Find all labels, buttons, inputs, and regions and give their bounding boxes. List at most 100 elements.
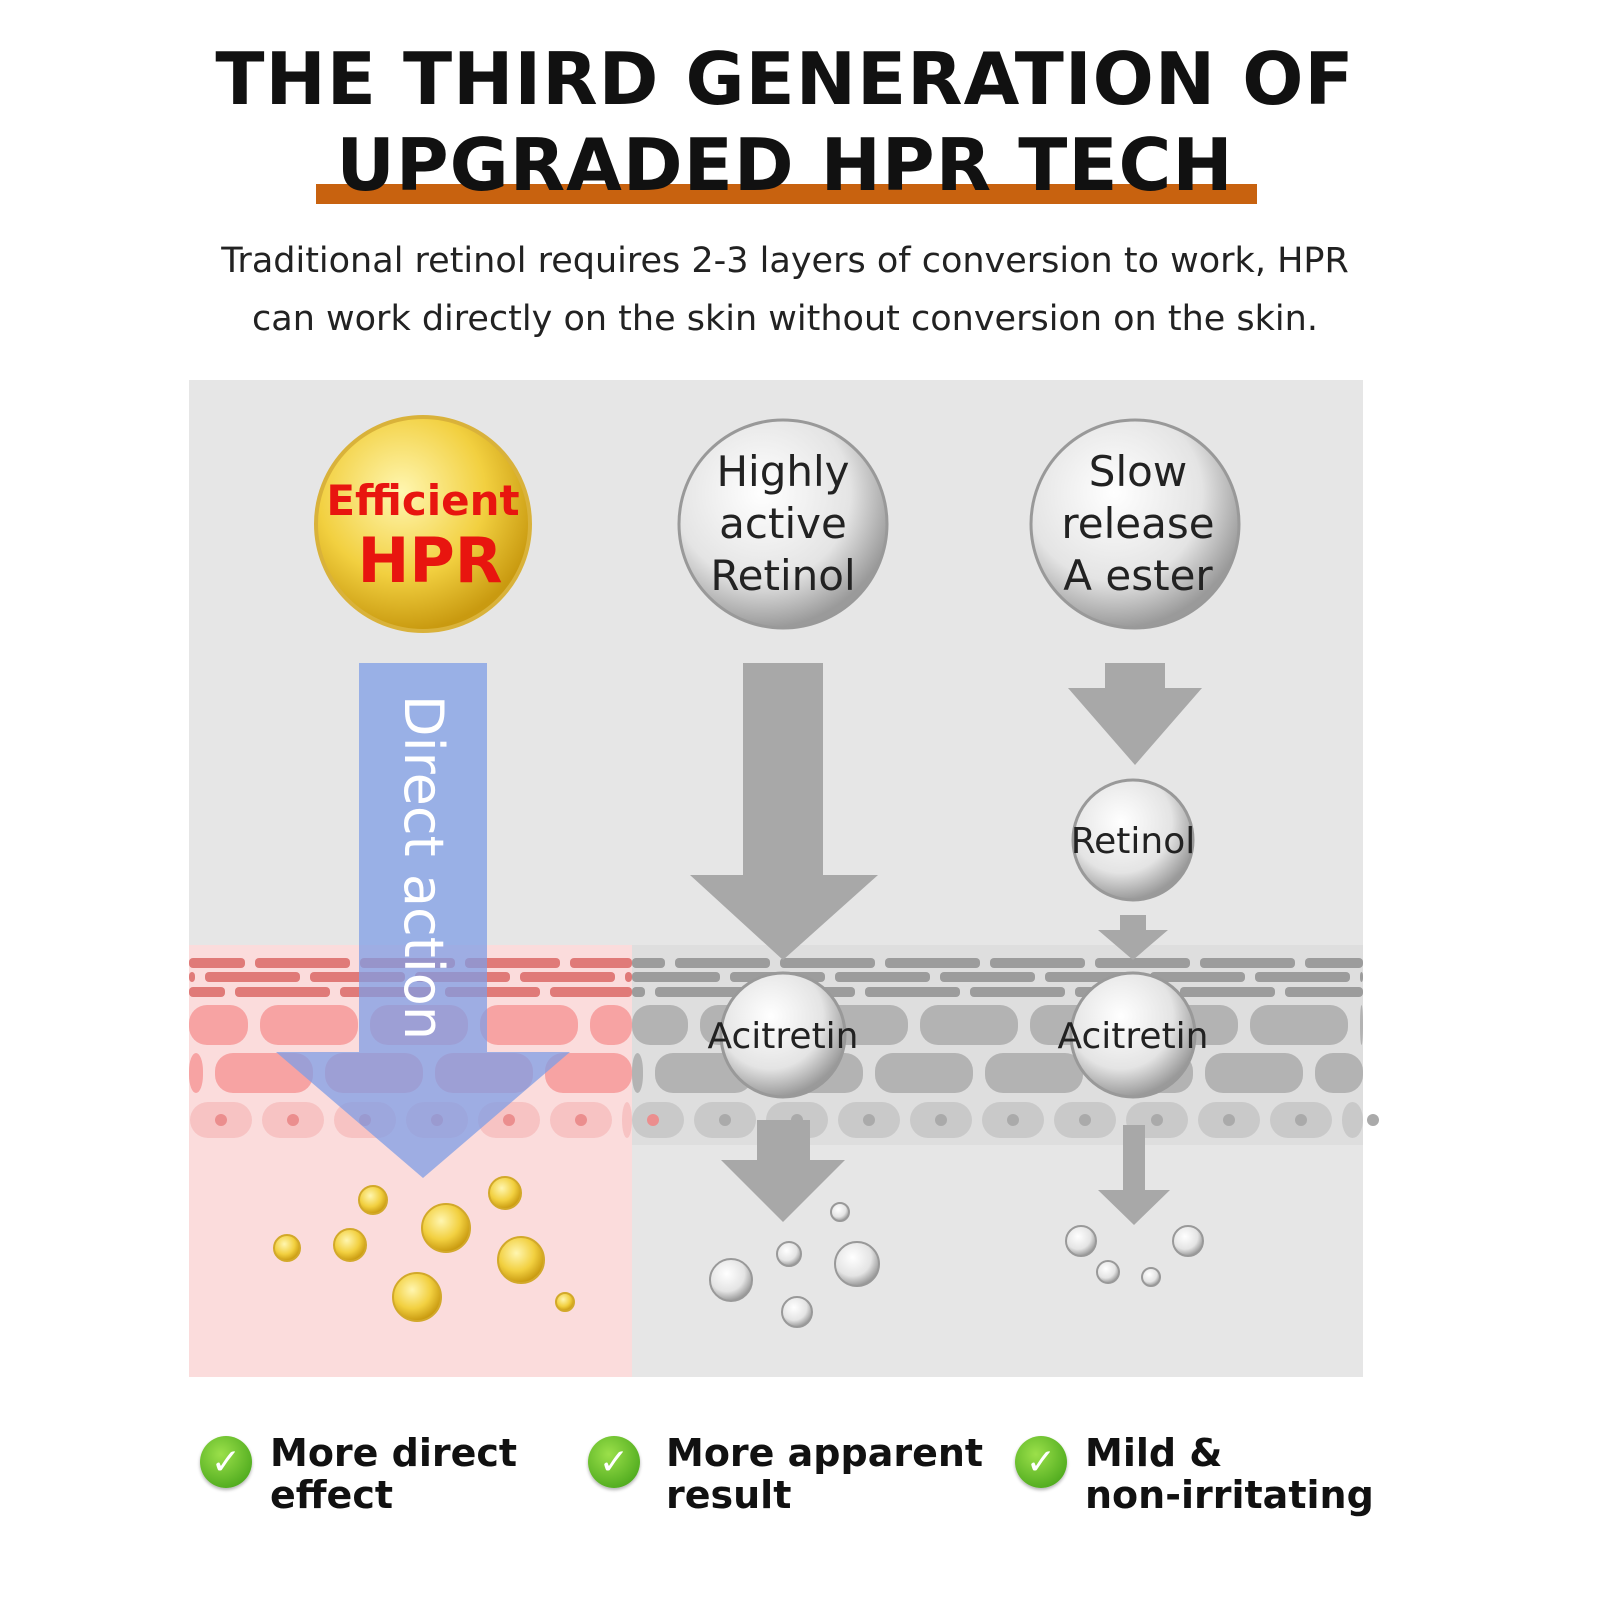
feature-line-2: result [666, 1473, 792, 1517]
skin-cell-nucleus [719, 1114, 731, 1126]
skin-cell-nucleus [215, 1114, 227, 1126]
skin-cell [780, 958, 875, 968]
skin-cell [590, 1005, 632, 1045]
ester-retinol-ball [1071, 778, 1195, 902]
skin-cell [940, 972, 1035, 982]
skin-cell [189, 972, 195, 982]
ester-retinol-label: Retinol [1071, 821, 1196, 862]
skin-cell [235, 987, 330, 997]
feature-line-2: effect [270, 1473, 394, 1517]
retinol-particle [781, 1296, 813, 1328]
skin-cell [260, 1005, 358, 1045]
subtitle-line-2: can work directly on the skin without co… [252, 299, 1318, 339]
ester-label-line2: release [1061, 499, 1214, 548]
hpr-particles [273, 1176, 575, 1322]
skin-cell-nucleus [647, 1114, 659, 1126]
skin-cell-nucleus [575, 1114, 587, 1126]
feature-mild: ✓ Mild &non-irritating [1015, 1432, 1374, 1516]
skin-cell [189, 987, 225, 997]
hpr-ball [314, 415, 532, 633]
skin-cell [1305, 958, 1363, 968]
feature-line-2: non-irritating [1085, 1473, 1374, 1517]
retinol-lower-arrow [721, 1120, 845, 1222]
skin-cell [1200, 958, 1295, 968]
hpr-particle [555, 1292, 575, 1312]
skin-cell [189, 958, 245, 968]
skin-cell [875, 1053, 973, 1093]
title-line-2: UPGRADED HPR TECH [336, 123, 1234, 207]
retinol-particle [709, 1258, 753, 1302]
skin-cell-nucleus [287, 1114, 299, 1126]
hpr-particle [421, 1203, 471, 1253]
skin-cell [480, 1005, 578, 1045]
skin-cell [675, 958, 770, 968]
skin-cell [632, 1053, 643, 1093]
skin-cell [1360, 972, 1363, 982]
check-icon: ✓ [1015, 1436, 1067, 1488]
hpr-particle [392, 1272, 442, 1322]
ester-particle [1096, 1260, 1120, 1284]
skin-cell [189, 1005, 248, 1045]
retinol-label-line2: active [719, 499, 847, 548]
direct-action-arrow [276, 663, 570, 1178]
skin-cell [1150, 972, 1245, 982]
ester-lower-arrow [1098, 1125, 1170, 1225]
skin-cell-nucleus [935, 1114, 947, 1126]
skin-cell-nucleus [1079, 1114, 1091, 1126]
skin-cell [1095, 958, 1190, 968]
hpr-particle [497, 1236, 545, 1284]
hpr-particle [358, 1185, 388, 1215]
skin-cell [632, 1005, 688, 1045]
title-line-1: THE THIRD GENERATION OF [215, 37, 1355, 121]
ester-particle [1172, 1225, 1204, 1257]
ester-acitretin-ball [1069, 971, 1197, 1099]
skin-cell [255, 958, 350, 968]
skin-cell [189, 1053, 203, 1093]
retinol-label-line3: Retinol [710, 551, 855, 600]
feature-line-1: More apparent [666, 1431, 984, 1475]
skin-cell [920, 1005, 1018, 1045]
ester-label-line1: Slow [1089, 447, 1187, 496]
retinol-particle [830, 1202, 850, 1222]
skin-cell [835, 972, 930, 982]
skin-cell [885, 958, 980, 968]
skin-cell [520, 972, 615, 982]
title-underline [316, 184, 1257, 204]
hpr-particle [488, 1176, 522, 1210]
check-icon: ✓ [588, 1436, 640, 1488]
ester-particle [1065, 1225, 1097, 1257]
skin-cell [545, 1053, 632, 1093]
skin-cell [1250, 1005, 1348, 1045]
skin-cell [985, 1053, 1083, 1093]
ester-arrow [1068, 663, 1202, 765]
skin-cell-nucleus [503, 1114, 515, 1126]
ester-label-line3: A ester [1063, 551, 1213, 600]
ester-ball [1029, 418, 1241, 630]
skin-cell [550, 987, 632, 997]
hpr-particle [333, 1228, 367, 1262]
retinol-label-line1: Highly [716, 447, 849, 496]
skin-cell-nucleus [1151, 1114, 1163, 1126]
skin-cell-nucleus [863, 1114, 875, 1126]
subtitle: Traditional retinol requires 2-3 layers … [150, 232, 1420, 348]
retinol-arrow [690, 663, 878, 960]
hpr-label-line1: Efficient [326, 476, 519, 525]
ester-particle [1141, 1267, 1161, 1287]
skin-cell [632, 958, 665, 968]
hpr-label-line2: HPR [357, 524, 502, 597]
ester-acitretin-label: Acitretin [1058, 1016, 1209, 1057]
skin-cell-nucleus [1295, 1114, 1307, 1126]
skin-cell-nucleus [1367, 1114, 1379, 1126]
retinol-acitretin-label: Acitretin [708, 1016, 859, 1057]
feature-line-1: Mild & [1085, 1431, 1223, 1475]
feature-line-1: More direct [270, 1431, 518, 1475]
skin-cell-nucleus [1007, 1114, 1019, 1126]
skin-cell [205, 972, 300, 982]
skin-cell [990, 958, 1085, 968]
check-icon: ✓ [200, 1436, 252, 1488]
skin-cell [1315, 1053, 1363, 1093]
ester-mid-arrow [1098, 915, 1168, 960]
subtitle-line-1: Traditional retinol requires 2-3 layers … [221, 241, 1349, 281]
